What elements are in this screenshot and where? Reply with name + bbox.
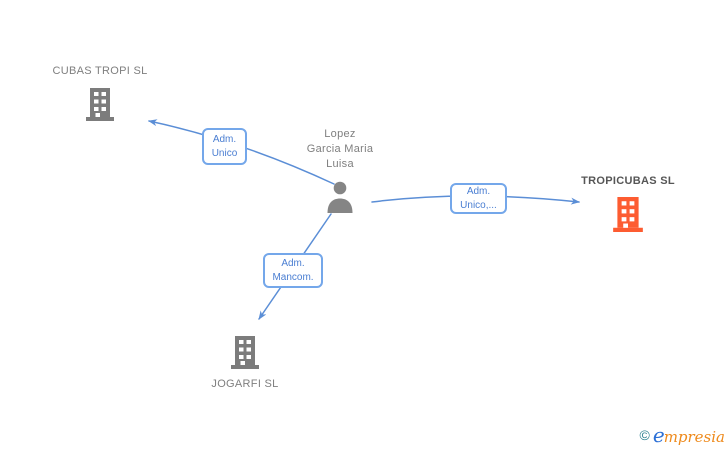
company-name-label: CUBAS TROPI SL bbox=[52, 65, 148, 77]
edge-label-line: Mancom. bbox=[272, 271, 314, 283]
edge-label-line: Adm. bbox=[281, 257, 305, 269]
node-person-lopez-garcia[interactable]: Lopez Garcia Maria Luisa bbox=[270, 127, 410, 213]
empresia-logo-e: e bbox=[652, 423, 665, 447]
person-name-line: Luisa bbox=[326, 158, 354, 170]
building-icon bbox=[231, 336, 259, 369]
edge-label-adm-mancom[interactable]: Adm. Mancom. bbox=[263, 253, 323, 288]
person-icon bbox=[327, 181, 353, 213]
node-company-tropicubas[interactable]: TROPICUBAS SL bbox=[558, 174, 698, 232]
empresia-watermark: ©empresia bbox=[640, 423, 725, 447]
person-name-line: Lopez bbox=[324, 128, 356, 140]
edge-label-adm-unico-etc[interactable]: Adm. Unico,... bbox=[450, 183, 507, 214]
node-company-jogarfi[interactable]: JOGARFI SL bbox=[175, 336, 315, 392]
person-name-line: Garcia Maria bbox=[306, 143, 374, 155]
company-name-label: TROPICUBAS SL bbox=[581, 175, 675, 187]
company-name-label: JOGARFI SL bbox=[211, 378, 279, 390]
edge-label-line: Unico bbox=[211, 147, 238, 159]
edge-label-line: Adm. bbox=[212, 133, 237, 145]
node-company-cubas-tropi[interactable]: CUBAS TROPI SL bbox=[30, 64, 170, 121]
person-name-label: Lopez Garcia Maria Luisa bbox=[307, 127, 374, 172]
edge-label-line: Adm. bbox=[466, 185, 491, 197]
empresia-logo-text: mpresia bbox=[663, 428, 725, 446]
copyright-icon: © bbox=[639, 427, 650, 443]
building-icon bbox=[613, 197, 643, 232]
edge-label-line: Unico,... bbox=[460, 199, 497, 211]
edge-label-adm-unico[interactable]: Adm. Unico bbox=[202, 128, 247, 165]
building-icon bbox=[86, 88, 114, 121]
